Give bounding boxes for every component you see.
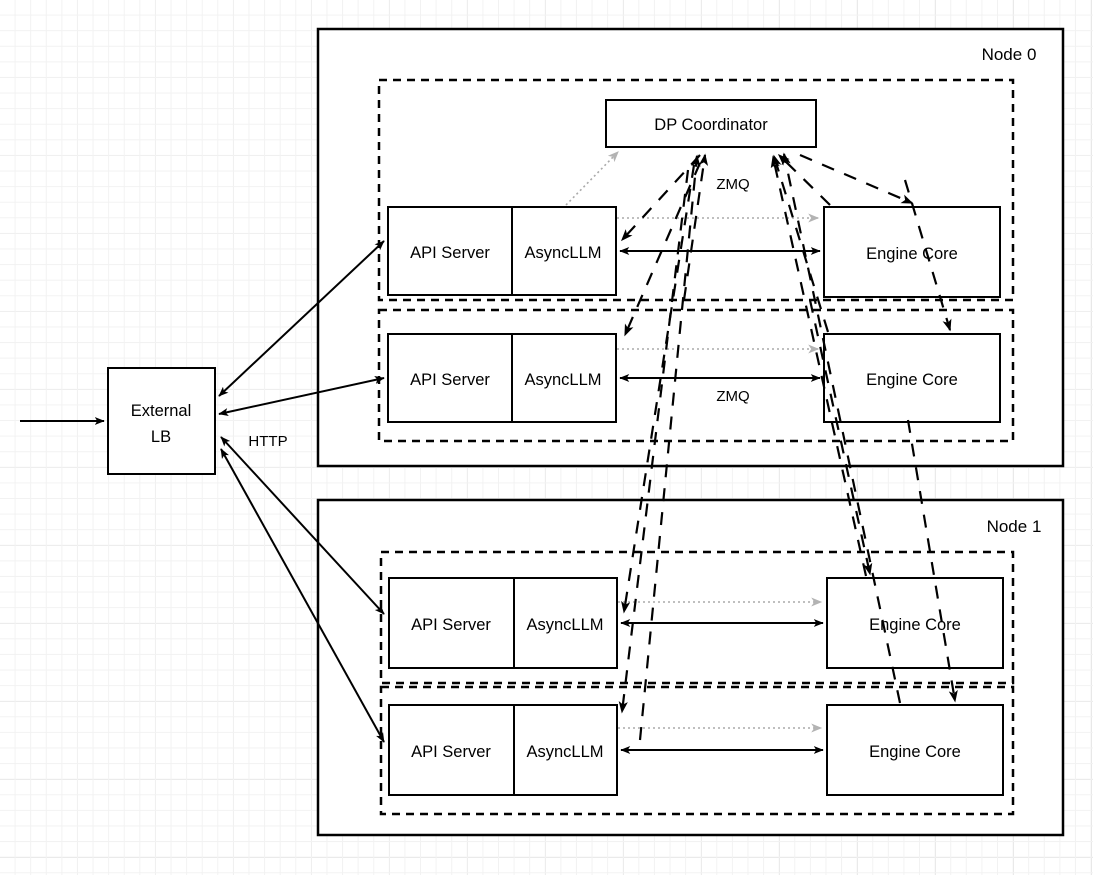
external-lb-label-line1: External xyxy=(131,402,192,420)
n0g1-engine-core-label: Engine Core xyxy=(866,371,958,389)
node-0-group-1-engine-core-box[interactable] xyxy=(823,333,1001,423)
n0g1-api-server-label: API Server xyxy=(410,371,490,389)
external-lb-box[interactable] xyxy=(107,367,216,475)
coordinator-to-n0g1-engine-arrow xyxy=(903,179,952,332)
coordinator-to-n0g0-asyncllm-arrow xyxy=(620,154,701,242)
node-0-label: Node 0 xyxy=(982,45,1037,64)
coordinator-inbound-left-arrow-a xyxy=(682,153,709,301)
coordinator-to-n0g1-asyncllm-arrow xyxy=(623,162,702,337)
coordinator-to-n0g0-engine-arrow xyxy=(799,153,914,205)
dp-coordinator-box[interactable] xyxy=(605,99,817,148)
dp-coordinator-label: DP Coordinator xyxy=(654,116,768,134)
n0g0-api-server-label: API Server xyxy=(410,244,490,262)
node-1-group-0-api-async-box[interactable] xyxy=(388,577,618,669)
coordinator-inbound-left-arrow-b xyxy=(638,154,701,741)
n0g0-asyncllm-label: AsyncLLM xyxy=(524,244,601,262)
node-1-group-1-engine-core-box[interactable] xyxy=(826,704,1004,796)
node-0-group-0-api-async-box[interactable] xyxy=(387,206,617,296)
node-1-group-1-api-async-box[interactable] xyxy=(388,704,618,796)
n0g0-engine-core-label: Engine Core xyxy=(866,245,958,263)
node-1-group-0-engine-core-box[interactable] xyxy=(826,577,1004,669)
n1g0-engine-core-label: Engine Core xyxy=(869,616,961,634)
http-label: HTTP xyxy=(248,433,287,450)
n1g0-api-server-label: API Server xyxy=(411,616,491,634)
node-1-label: Node 1 xyxy=(987,517,1042,536)
n0g1-engine-to-coordinator-arrow xyxy=(772,154,830,333)
node-0-group-0-boundary xyxy=(377,78,1015,302)
lb-to-node1-group1-api-arrow xyxy=(220,448,385,743)
lb-to-node0-group1-api-arrow xyxy=(218,376,385,416)
asyncllm-to-coordinator-dotted-arrow xyxy=(565,151,619,206)
n1g0-asyncllm-label: AsyncLLM xyxy=(526,616,603,634)
zmq-label-node0-group1: ZMQ xyxy=(716,388,749,405)
n1g1-engine-core-label: Engine Core xyxy=(869,743,961,761)
external-lb-label-line2: LB xyxy=(151,428,171,446)
n1g1-api-server-label: API Server xyxy=(411,743,491,761)
n1g1-engine-to-coordinator-arrow xyxy=(781,152,902,704)
lb-to-node0-group0-api-arrow xyxy=(218,240,385,397)
n1g1-asyncllm-label: AsyncLLM xyxy=(526,743,603,761)
node-0-group-1-api-async-box[interactable] xyxy=(387,333,617,423)
n0g1-asyncllm-label: AsyncLLM xyxy=(524,371,601,389)
coordinator-to-n1g1-asyncllm-arrow xyxy=(618,169,690,714)
node-1-group-1-boundary xyxy=(379,685,1015,816)
zmq-label-coordinator: ZMQ xyxy=(716,176,749,193)
coordinator-to-n1g0-asyncllm-arrow xyxy=(621,164,696,614)
node-0-group-1-boundary xyxy=(377,308,1015,443)
